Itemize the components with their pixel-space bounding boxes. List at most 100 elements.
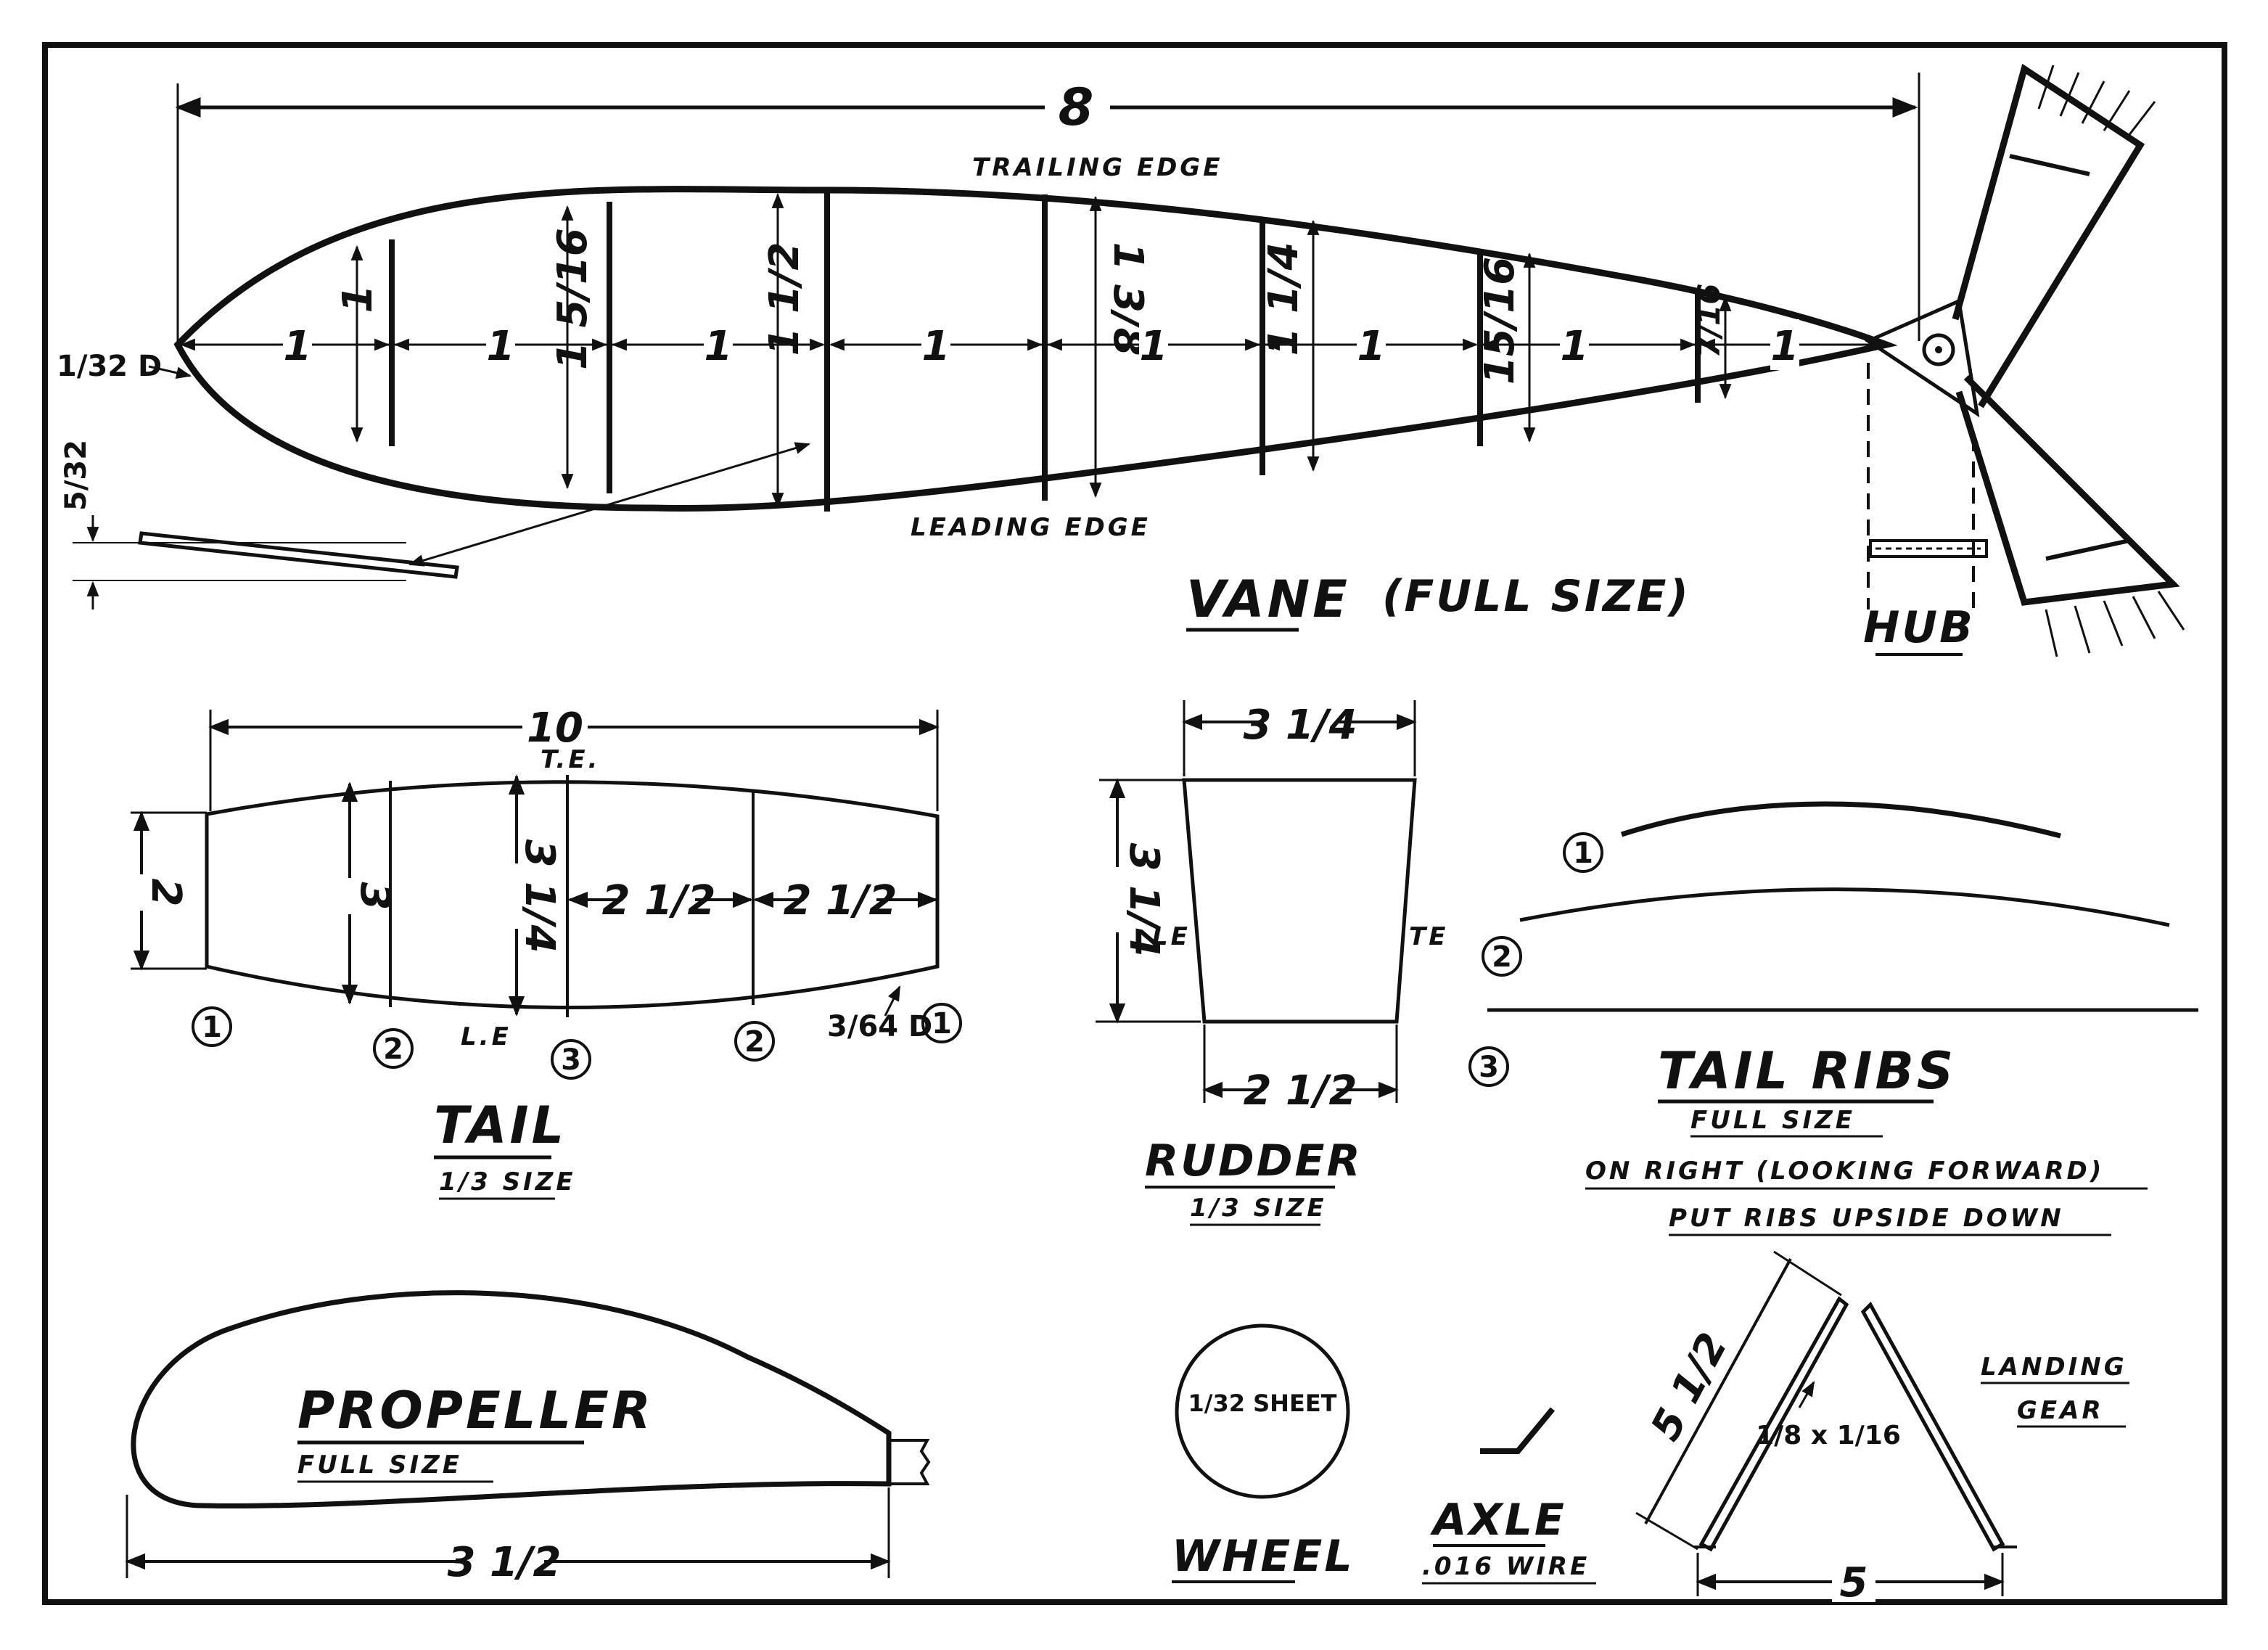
- propeller-title: PROPELLER: [297, 1381, 654, 1440]
- vane-rib-height-3: 1 1/2: [761, 242, 808, 356]
- rudder-height-label: 3 1/4: [1120, 843, 1167, 957]
- landing-gear-strut-label: 1/8 x 1/16: [1756, 1421, 1901, 1450]
- tail-rib-mark-4: 2: [744, 1025, 765, 1059]
- tail-rib-mark-3: 3: [561, 1043, 581, 1077]
- landing-gear-leg-ext-bottom: [1635, 1511, 1698, 1551]
- tail-drawing: 10 2 3 3 1/4 2 1/2 2 1/2 T.E. L.E 3/64 D: [122, 702, 962, 1200]
- propeller-blade-outline: [131, 1290, 892, 1509]
- tail-outline: [205, 780, 940, 1009]
- vane-spacing-1: 1: [284, 323, 312, 370]
- rudder-top-label: 3 1/4: [1244, 702, 1357, 749]
- vane-hub-label: HUB: [1863, 602, 1975, 653]
- rudder-title: RUDDER: [1145, 1136, 1363, 1186]
- vane-leading-edge-label: LEADING EDGE: [911, 513, 1151, 542]
- vane-rib-height-5: 1 1/4: [1260, 242, 1307, 356]
- landing-gear-base-label: 5: [1840, 1559, 1868, 1606]
- vane-spacing-5: 1: [1140, 323, 1168, 370]
- vane-hub-boss: [1922, 333, 1955, 366]
- vane-spacing-6: 1: [1357, 323, 1386, 370]
- wheel-disc: [1175, 1323, 1350, 1499]
- vane-blade-hatch-upper: [2037, 65, 2156, 140]
- tail-ribs-title: TAIL RIBS: [1658, 1041, 1956, 1101]
- tail-scale: 1/3 SIZE: [439, 1167, 576, 1197]
- vane-rib-height-7: 7/16: [1691, 283, 1727, 358]
- vane-size-note: (FULL SIZE): [1382, 571, 1690, 622]
- landing-gear-leg-dimension: [1644, 1258, 1792, 1524]
- vane-blade-upper-rib: [2009, 154, 2090, 176]
- rudder-bottom-label: 2 1/2: [1244, 1067, 1357, 1115]
- axle-wire: [1480, 1407, 1556, 1454]
- landing-gear-title-1: LANDING: [1981, 1353, 2127, 1382]
- landing-gear-drawing: 5 1/2 1/8 x 1/16 5 LANDING GEAR: [1635, 1250, 2129, 1606]
- tail-bay2-label: 2 1/2: [784, 877, 897, 924]
- vane-hub-bore: [1935, 346, 1942, 353]
- vane-rib-height-2: 1 5/16: [549, 228, 596, 370]
- tail-root-chord-label: 3 1/4: [516, 840, 563, 953]
- axle-material: .016 WIRE: [1422, 1552, 1590, 1581]
- landing-gear-strut-leader: [1798, 1381, 1815, 1408]
- vane-spacing-labels: 1 1 1 1 1 1 1 1: [283, 319, 1799, 370]
- propeller-scale: FULL SIZE: [297, 1450, 462, 1479]
- rudder-drawing: 3 1/4 3 1/4 2 1/2 LE TE RUDDER 1/3 SIZE: [1096, 700, 1448, 1226]
- vane-drawing: 8 1 1 5/16 1 1/2 1 3/8 1 1/4 15/16 7/16: [57, 63, 2185, 657]
- vane-strip-thickness-label: 5/32: [59, 440, 93, 511]
- landing-gear-leg-right: [1860, 1301, 2005, 1552]
- tail-title: TAIL: [434, 1096, 567, 1155]
- vane-strip: [138, 531, 459, 579]
- vane-strip-callout: [408, 442, 811, 567]
- rudder-le-label: LE: [1152, 922, 1191, 951]
- vane-span-label: 8: [1059, 78, 1097, 137]
- tail-ribs-scale: FULL SIZE: [1690, 1106, 1855, 1135]
- tail-rib-profile-1: [1620, 801, 2061, 839]
- tail-span-label: 10: [527, 705, 583, 752]
- axle-title: AXLE: [1430, 1495, 1566, 1546]
- tail-te-label: T.E.: [541, 745, 600, 774]
- vane-title: VANE: [1186, 570, 1350, 629]
- tail-bay1-label: 2 1/2: [602, 877, 716, 924]
- tail-ribs-drawing: 1 2 3 TAIL RIBS FULL SIZE ON RIGHT (LOOK…: [1468, 801, 2198, 1236]
- vane-rib-height-1: 1: [334, 285, 382, 313]
- landing-gear-leg-ext-top: [1773, 1250, 1842, 1297]
- vane-spar-dia-leader: [148, 365, 192, 379]
- vane-spacing-8: 1: [1771, 323, 1799, 370]
- wheel-title: WHEEL: [1172, 1531, 1355, 1582]
- tail-rib-mark-5: 1: [932, 1007, 952, 1041]
- tail-rib-mark-1: 1: [202, 1011, 222, 1044]
- tail-rib-profile-2: [1519, 887, 2170, 927]
- vane-outline: [173, 186, 1898, 512]
- vane-spacing-7: 1: [1561, 323, 1589, 370]
- tail-rib-profile-mark-3: 3: [1479, 1051, 1499, 1084]
- propeller-drawing: 3 1/2 PROPELLER FULL SIZE: [125, 1290, 931, 1586]
- landing-gear-title-2: GEAR: [2017, 1396, 2104, 1425]
- landing-gear-leg-label: 5 1/2: [1642, 1326, 1737, 1448]
- tail-rib-marks: 1 2 3 2 1: [192, 1003, 962, 1080]
- tail-ribs-note-2: PUT RIBS UPSIDE DOWN: [1669, 1204, 2064, 1233]
- axle-drawing: AXLE .016 WIRE: [1422, 1407, 1596, 1585]
- tail-edge-dia-leader: [884, 985, 901, 1017]
- vane-blade-upper: [1952, 63, 2145, 409]
- rudder-te-label: TE: [1409, 922, 1448, 951]
- vane-rib-height-6: 15/16: [1476, 257, 1524, 385]
- tail-le-label: L.E: [461, 1022, 511, 1051]
- rudder-outline: [1182, 778, 1417, 1024]
- tail-tip-chord-label: 2: [142, 879, 189, 907]
- vane-blade-hatch-lower: [2045, 591, 2185, 657]
- vane-blade-lower: [1955, 374, 2180, 606]
- vane-trailing-edge-label: TRAILING EDGE: [972, 153, 1223, 182]
- tail-rib-chord-label: 3: [351, 882, 398, 911]
- tail-edge-dia-label: 3/64 D: [827, 1010, 932, 1043]
- propeller-length-label: 3 1/2: [448, 1539, 562, 1586]
- vane-spacing-3: 1: [704, 323, 733, 370]
- vane-spar-dia-label: 1/32 D: [57, 350, 162, 383]
- sheet-border: [42, 42, 2227, 1605]
- wheel-material: 1/32 SHEET: [1188, 1390, 1337, 1417]
- rudder-scale: 1/3 SIZE: [1190, 1194, 1327, 1223]
- propeller-hub-break: [889, 1439, 931, 1485]
- tail-rib-profile-mark-2: 2: [1492, 940, 1512, 974]
- tail-rib-profile-mark-1: 1: [1573, 837, 1593, 870]
- vane-spacing-4: 1: [922, 323, 950, 370]
- tail-ribs-note-1: ON RIGHT (LOOKING FORWARD): [1585, 1157, 2104, 1186]
- vane-blade-lower-rib: [2045, 538, 2130, 561]
- vane-spacing-2: 1: [487, 323, 515, 370]
